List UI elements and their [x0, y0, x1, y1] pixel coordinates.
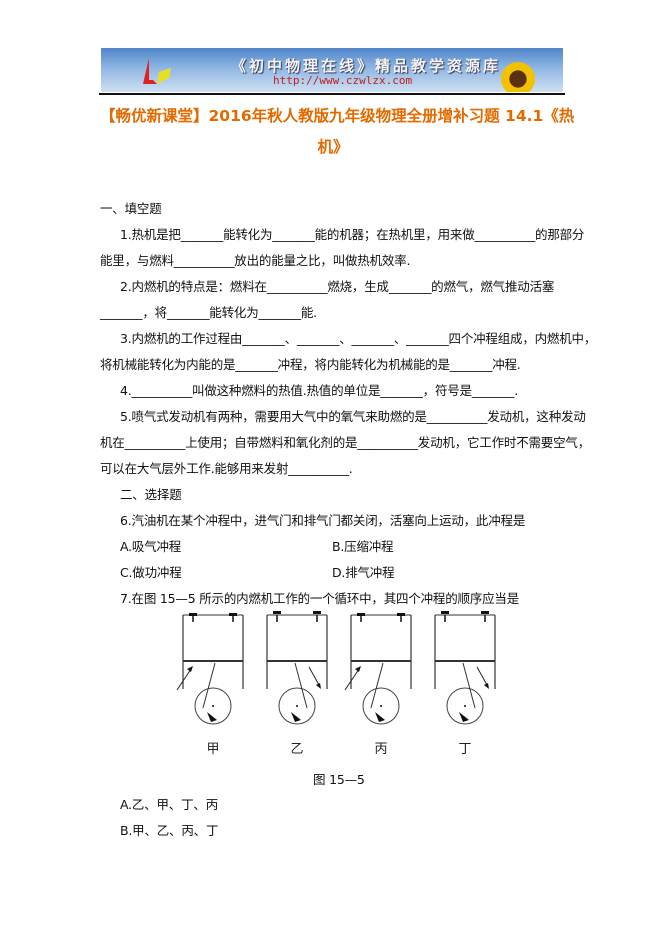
- question-7: 7.在图 15—5 所示的内燃机工作的一个循环中，其四个冲程的顺序应当是: [120, 591, 520, 606]
- q6-option-b: B.压缩冲程: [332, 539, 394, 554]
- question-6: 6.汽油机在某个冲程中，进气门和排气门都关闭，活塞向上运动，此冲程是: [120, 513, 526, 528]
- engine-diagram: 乙: [266, 611, 328, 757]
- engine-label: 乙: [290, 742, 303, 757]
- question-5-cont2: 可以在大气层外工作.能够用来发射__________.: [100, 461, 353, 476]
- q6-option-c: C.做功冲程: [120, 565, 182, 580]
- figure-caption: 图 15—5: [313, 772, 365, 787]
- question-2: 2.内燃机的特点是：燃料在__________燃烧，生成_______的燃气，燃…: [120, 279, 555, 294]
- header-banner: 《初中物理在线》精品教学资源库 http://www.czwlzx.com: [101, 48, 563, 92]
- engine-label: 丙: [374, 742, 387, 757]
- q6-option-d: D.排气冲程: [332, 565, 395, 580]
- engine-diagram: 丙: [344, 613, 412, 757]
- doc-title-line1: 【畅优新课堂】2016年秋人教版九年级物理全册增补习题 14.1《热: [100, 107, 575, 125]
- question-1: 1.热机是把_______能转化为_______能的机器；在热机里，用来做___…: [120, 227, 585, 242]
- sunflower-image: [496, 62, 540, 92]
- question-3: 3.内燃机的工作过程由_______、_______、_______、_____…: [120, 331, 597, 346]
- section-heading-choice: 二、选择题: [120, 487, 182, 502]
- question-2-cont: _______，将_______能转化为_______能.: [100, 305, 317, 320]
- q7-option-b: B.甲、乙、丙、丁: [120, 823, 219, 838]
- q7-option-a: A.乙、甲、丁、丙: [120, 797, 219, 812]
- banner-url[interactable]: http://www.czwlzx.com: [273, 74, 413, 87]
- question-1-cont: 能里，与燃料__________放出的能量之比，叫做热机效率.: [100, 253, 411, 268]
- q6-option-a: A.吸气冲程: [120, 539, 182, 554]
- question-3-cont: 将机械能转化为内能的是_______冲程，将内能转化为机械能的是_______冲…: [100, 357, 521, 372]
- question-4: 4.__________叫做这种燃料的热值.热值的单位是_______，符号是_…: [120, 383, 518, 398]
- divider: [99, 93, 565, 95]
- section-heading-fill: 一、填空题: [100, 201, 162, 216]
- question-5: 5.喷气式发动机有两种，需要用大气中的氧气来助燃的是__________发动机，…: [120, 409, 586, 424]
- engine-label: 甲: [206, 742, 219, 757]
- doc-title-line2: 机》: [317, 138, 349, 156]
- question-5-cont: 机在__________上使用；自带燃料和氧化剂的是__________发动机，…: [100, 435, 591, 450]
- engine-strokes-figure: 甲乙丙丁: [176, 611, 496, 757]
- site-logo: [143, 58, 171, 84]
- engine-diagram: 甲: [176, 613, 244, 757]
- engine-diagram: 丁: [434, 611, 496, 757]
- banner-title: 《初中物理在线》精品教学资源库: [231, 57, 502, 75]
- engine-label: 丁: [458, 742, 471, 757]
